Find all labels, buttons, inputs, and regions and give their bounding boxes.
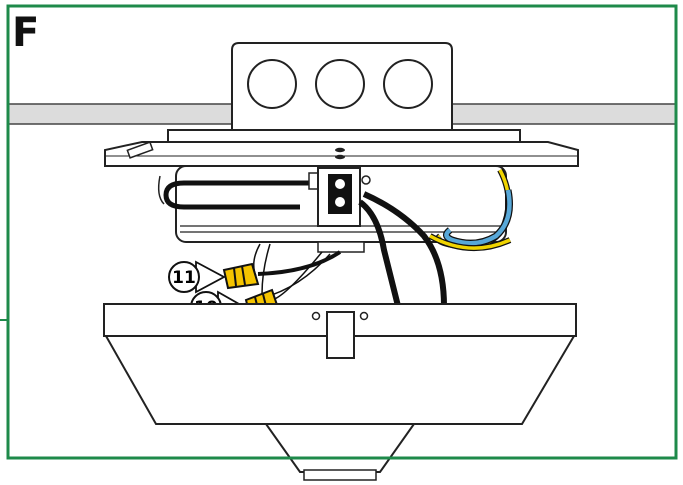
knockout-left	[247, 59, 297, 109]
wire-black-to-canopy	[358, 191, 447, 307]
plate-slot-upper	[335, 147, 345, 153]
supply-wires	[428, 168, 513, 252]
panel-letter: F	[12, 10, 39, 56]
callout-11-label: 11	[172, 268, 196, 288]
wire-black-left-loop	[157, 175, 312, 210]
terminal-screw-bottom	[335, 197, 345, 207]
downrod-hub	[264, 423, 416, 481]
knockout-right	[383, 59, 433, 109]
mounting-plate	[104, 129, 579, 167]
callout-11: 11	[168, 260, 226, 294]
panel-frame	[0, 4, 678, 460]
canopy	[103, 303, 577, 425]
terminal-screw-top	[335, 179, 345, 189]
knockout-center	[315, 59, 365, 109]
canopy-slot	[326, 311, 355, 359]
plate-slot-lower	[335, 154, 345, 160]
wire-nut-upper	[222, 262, 260, 290]
plate-clip	[126, 141, 154, 159]
terminal-block	[308, 167, 371, 227]
junction-box	[231, 42, 453, 131]
